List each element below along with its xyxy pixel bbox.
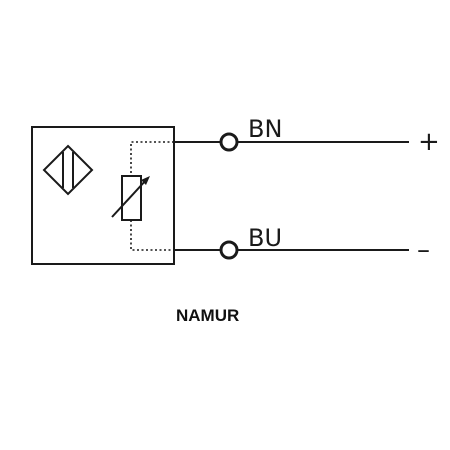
internal-dotted-connections	[130, 141, 174, 251]
wire-label-bn: BN	[248, 115, 282, 143]
inductive-sensor-icon	[42, 144, 94, 196]
wire-bn	[174, 132, 409, 152]
wire-bu	[174, 240, 409, 260]
variable-resistor-icon	[111, 175, 150, 221]
negative-sign: –	[417, 235, 430, 265]
wire-label-bu: BU	[248, 224, 282, 252]
terminal-circle-icon	[219, 132, 239, 152]
diagram-caption: NAMUR	[176, 306, 239, 325]
sensor-housing	[31, 126, 175, 265]
terminal-circle-icon	[219, 240, 239, 260]
positive-sign: +	[418, 127, 440, 157]
